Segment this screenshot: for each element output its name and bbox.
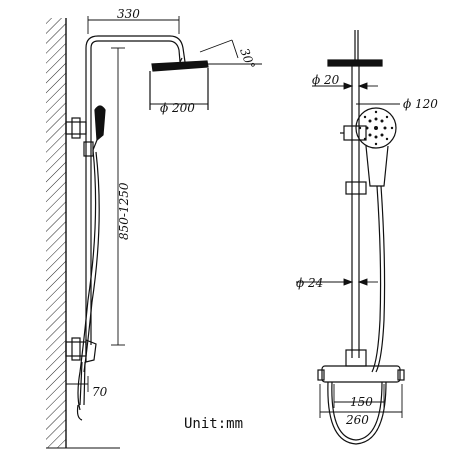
label-pipe-top: ϕ 20 — [312, 73, 340, 87]
label-head-diameter: ϕ 200 — [160, 101, 195, 115]
front-hand-shower-face — [355, 107, 397, 149]
label-height-range: 850-1250 — [117, 182, 131, 240]
front-shower-head — [327, 59, 383, 67]
label-pipe-bottom: ϕ 24 — [296, 276, 323, 290]
label-arm-length: 330 — [117, 7, 140, 21]
side-hand-shower — [94, 105, 106, 142]
front-mixer — [321, 365, 401, 383]
front-view — [317, 30, 405, 445]
front-dimensions — [296, 82, 403, 418]
front-hose-loop — [327, 381, 387, 445]
wall — [46, 18, 120, 449]
side-dimensions — [66, 16, 262, 392]
side-upper-bracket — [65, 121, 87, 135]
side-valve — [85, 339, 97, 363]
side-view — [65, 35, 209, 421]
front-upper-bracket — [343, 125, 367, 141]
unit-label: Unit:mm — [184, 416, 243, 432]
side-hose — [77, 149, 97, 411]
front-hose — [371, 185, 382, 373]
front-slider — [345, 181, 367, 195]
label-inlet-spacing: 150 — [350, 395, 373, 409]
side-shower-head — [151, 60, 209, 72]
label-wall-offset: 70 — [92, 385, 108, 399]
label-mixer-width: 260 — [345, 413, 369, 427]
label-hand-shower: ϕ 120 — [403, 97, 438, 111]
side-shower-arm — [85, 35, 186, 63]
label-head-angle: 30° — [237, 46, 257, 71]
spray-holes — [358, 110, 394, 146]
